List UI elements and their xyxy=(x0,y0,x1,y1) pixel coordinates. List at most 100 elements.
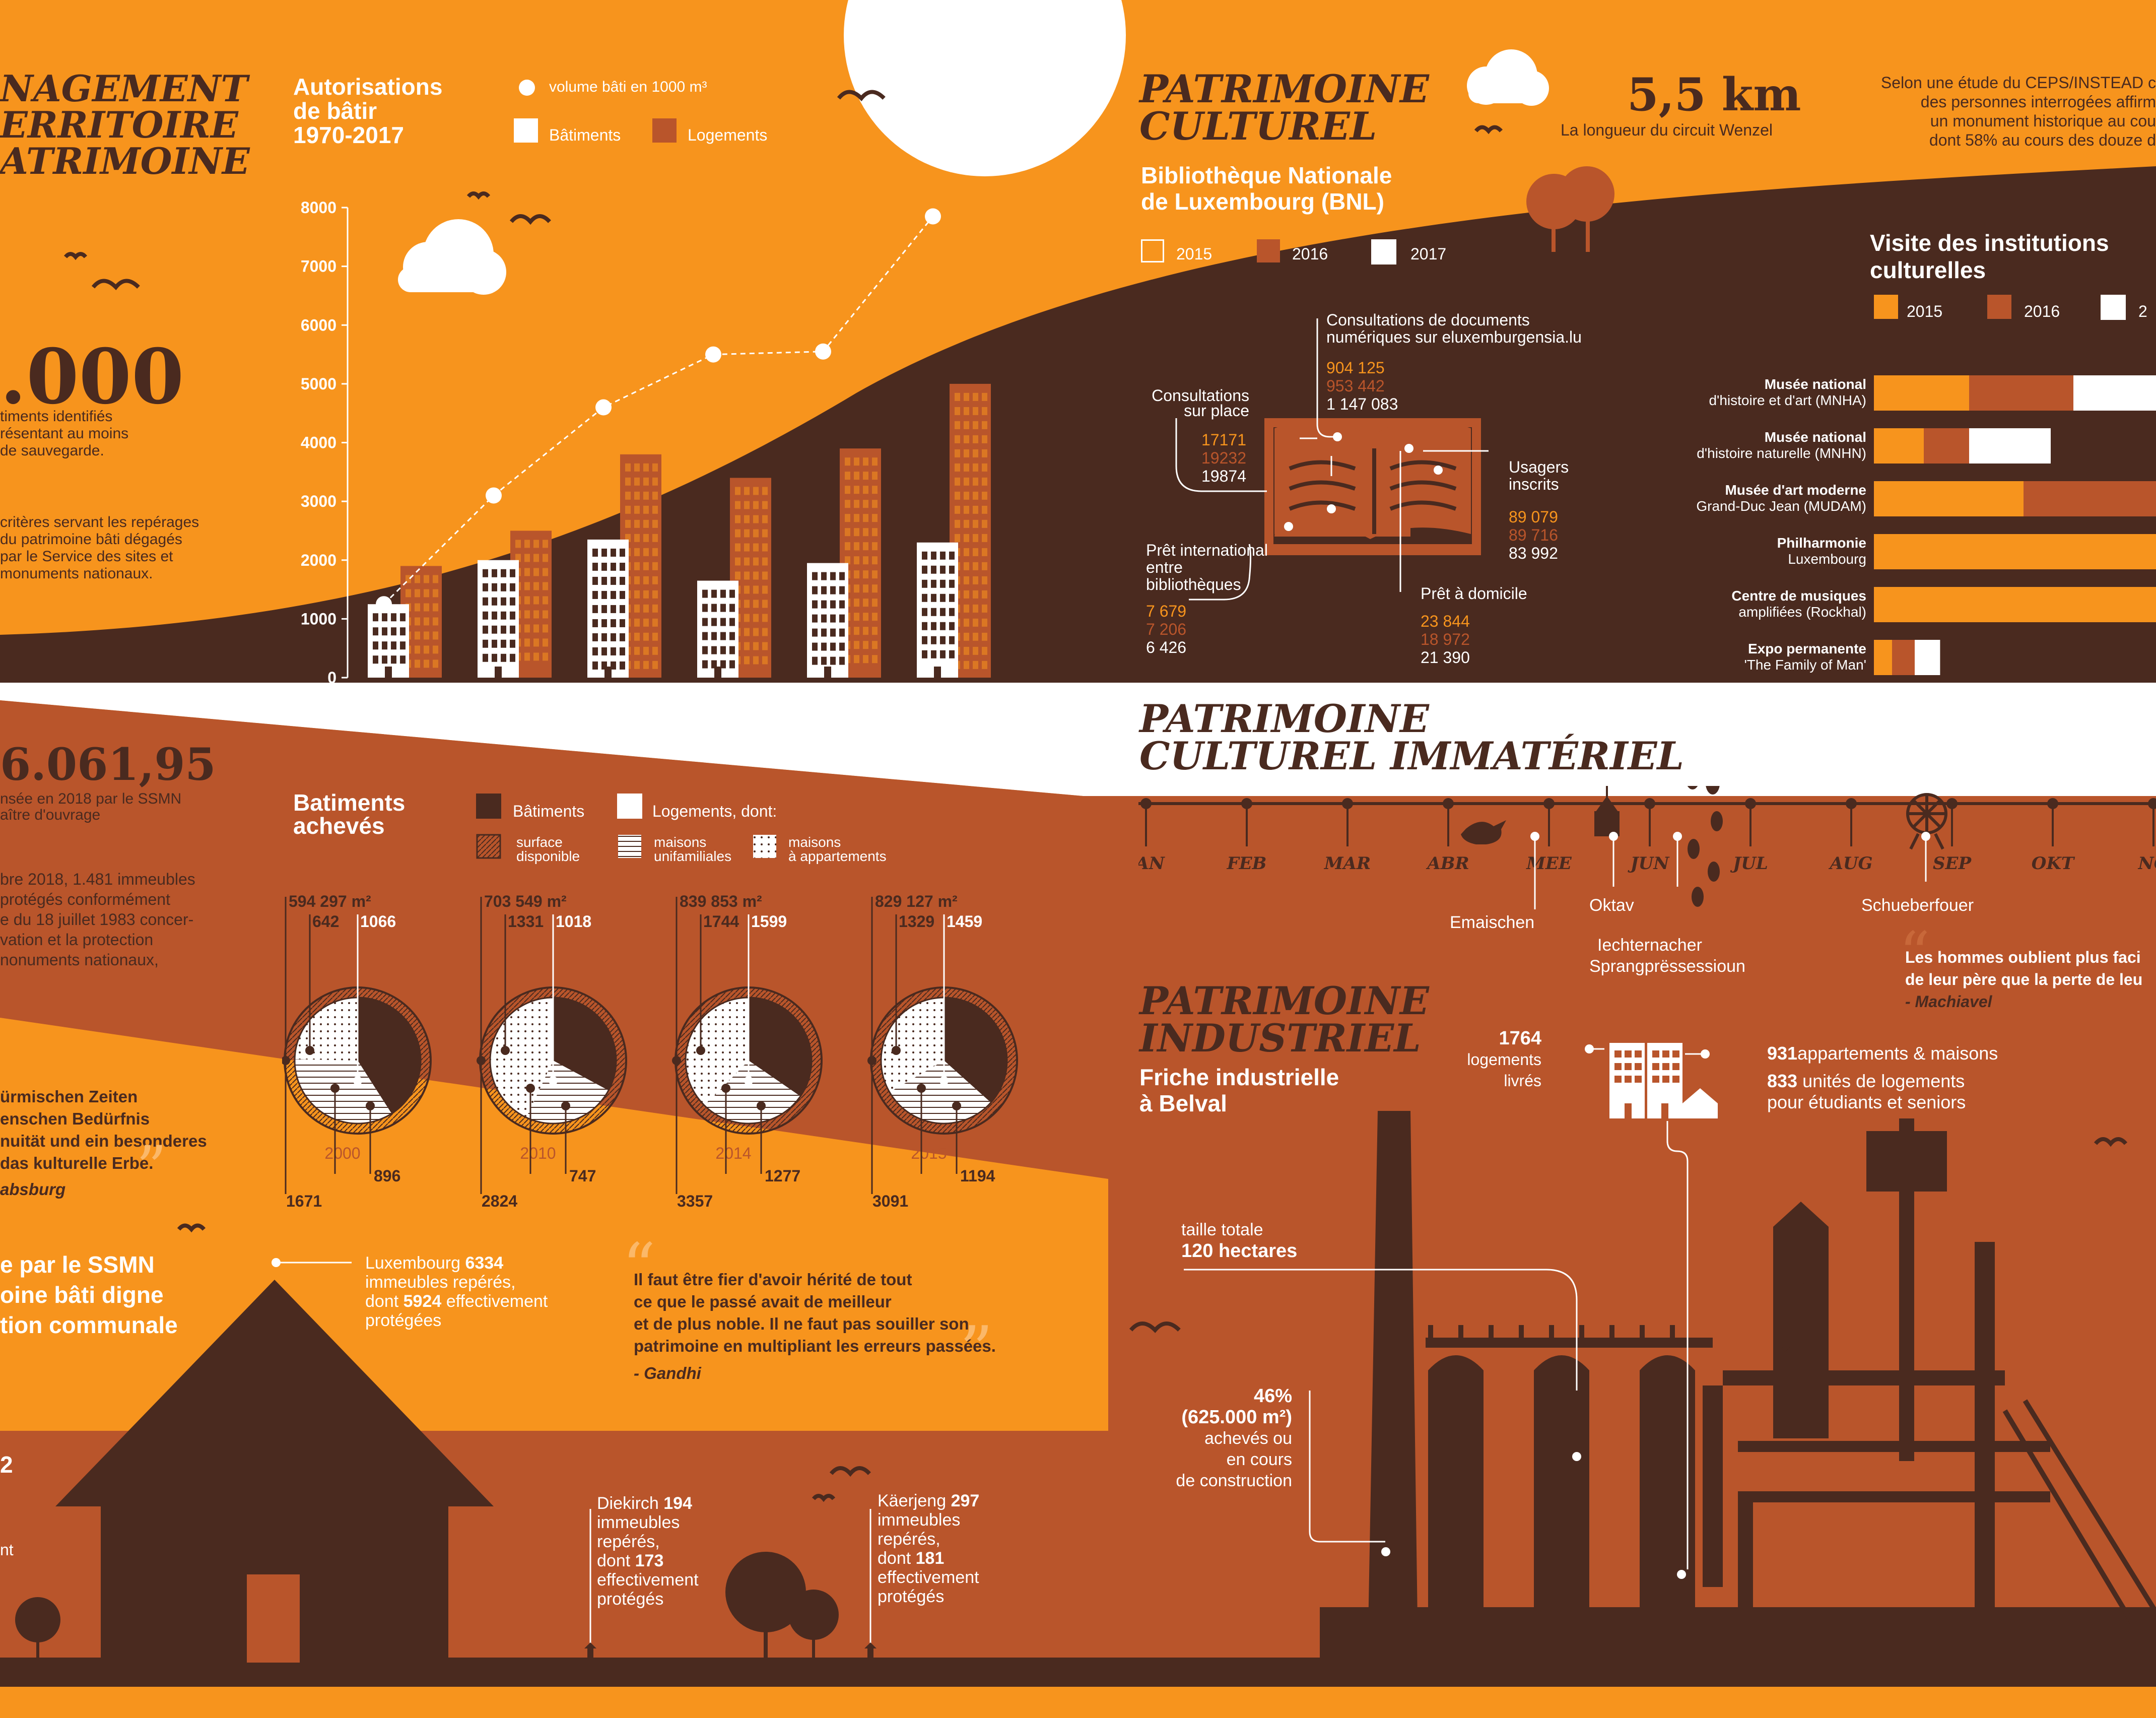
window xyxy=(964,463,969,472)
value-2017: 19874 xyxy=(1201,467,1246,485)
window xyxy=(955,407,960,415)
event-emaischen: Emaischen xyxy=(1450,913,1535,932)
window xyxy=(620,576,625,585)
window xyxy=(424,589,429,598)
window xyxy=(931,579,936,588)
book-lines xyxy=(1289,448,1457,534)
window xyxy=(601,548,607,557)
window xyxy=(620,590,625,599)
window xyxy=(744,628,750,636)
x-tick-label: 200000 xyxy=(2029,691,2082,709)
window xyxy=(812,572,818,580)
window xyxy=(872,528,878,537)
stat-line: repérés, xyxy=(878,1530,940,1549)
window xyxy=(634,534,640,542)
window xyxy=(391,613,396,622)
month-label: MAR xyxy=(1324,853,1371,874)
window xyxy=(634,604,640,613)
window xyxy=(982,519,987,528)
month-label: AUG xyxy=(1828,853,1872,874)
window xyxy=(982,562,987,570)
window xyxy=(964,491,969,500)
footprints-icon xyxy=(1687,786,1723,907)
window xyxy=(922,593,927,602)
window xyxy=(620,619,625,627)
quote-line: de leur père que la perte de leu xyxy=(1905,970,2143,988)
y-tick-label: 3000 xyxy=(301,492,336,510)
window xyxy=(652,590,658,599)
callout-dot xyxy=(917,1084,926,1093)
window xyxy=(854,570,859,579)
window xyxy=(483,569,488,577)
window xyxy=(735,557,740,566)
inst-legend-2017-swatch xyxy=(2101,295,2126,320)
window xyxy=(424,603,429,612)
window xyxy=(830,642,836,651)
window xyxy=(863,584,868,593)
window xyxy=(872,627,878,635)
window xyxy=(643,519,649,528)
window xyxy=(652,646,658,655)
window xyxy=(940,622,946,630)
title-line: PATRIMOINE xyxy=(1139,978,1429,1023)
criteria-line: monuments nationaux. xyxy=(0,565,153,582)
window xyxy=(601,661,607,670)
window xyxy=(872,584,878,593)
window xyxy=(872,556,878,565)
window xyxy=(973,604,978,613)
label-line: entre xyxy=(1146,558,1183,576)
window xyxy=(433,659,438,668)
window xyxy=(625,534,631,542)
window xyxy=(854,500,859,508)
window xyxy=(634,576,640,584)
window xyxy=(643,463,649,472)
window xyxy=(433,631,438,640)
window xyxy=(845,472,850,480)
window xyxy=(433,589,438,598)
section-title-industrial: PATRIMOINE INDUSTRIEL xyxy=(1139,978,1429,1058)
completed-info: 46% (625.000 m²) achevés ou en cours de … xyxy=(1138,1385,1292,1491)
window xyxy=(973,632,978,641)
apartment-houses-swatch xyxy=(753,835,776,858)
value-2016: 89 716 xyxy=(1509,526,1558,544)
window xyxy=(830,628,836,637)
window xyxy=(830,656,836,665)
window xyxy=(729,660,735,669)
window xyxy=(711,632,717,640)
apts-number: 931 xyxy=(1767,1043,1798,1064)
institution-name: Musée d'art moderne xyxy=(1725,482,1866,498)
window xyxy=(492,583,497,591)
window xyxy=(611,548,616,557)
window xyxy=(601,590,607,599)
window xyxy=(510,653,515,662)
window xyxy=(744,515,750,523)
callout-lines xyxy=(1175,318,1489,601)
cloud-icon xyxy=(398,219,506,295)
window xyxy=(533,568,539,576)
volume-point xyxy=(705,346,721,363)
window xyxy=(762,543,768,552)
window xyxy=(433,603,438,612)
window xyxy=(872,500,878,508)
window xyxy=(964,646,969,655)
month-label: MEE xyxy=(1526,853,1572,874)
window xyxy=(973,618,978,627)
area-label: 703 549 m² xyxy=(484,892,567,910)
value-2015: 7 679 xyxy=(1146,602,1187,620)
window xyxy=(744,656,750,665)
window xyxy=(643,618,649,627)
bird-icons xyxy=(63,90,2128,1502)
window xyxy=(872,641,878,649)
window xyxy=(854,472,859,480)
window xyxy=(543,568,548,576)
window xyxy=(652,604,658,613)
apartments-slice xyxy=(295,998,358,1061)
title-line: PATRIMOINE xyxy=(1139,696,1429,741)
stat-line: protégés xyxy=(597,1590,664,1609)
window xyxy=(711,604,717,612)
window xyxy=(845,556,850,565)
window xyxy=(643,646,649,655)
apts-count: 1331 xyxy=(508,912,544,931)
door xyxy=(495,667,502,678)
window xyxy=(492,653,497,662)
